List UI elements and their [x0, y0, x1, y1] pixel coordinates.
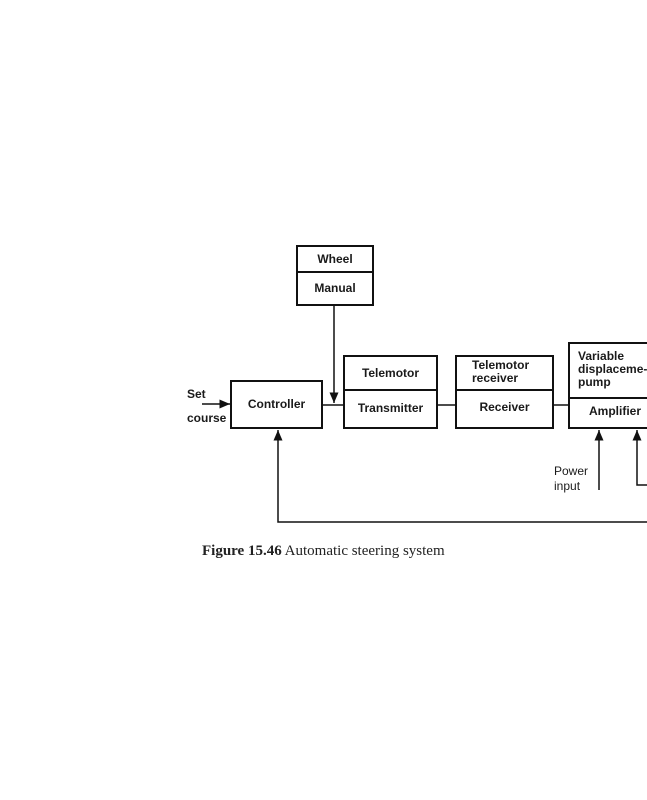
telemotor-box [343, 355, 438, 429]
receiver-label: Receiver [479, 400, 530, 414]
pump-box [568, 342, 647, 429]
figure-title: Automatic steering system [284, 543, 445, 559]
amplifier-label: Amplifier [589, 404, 642, 418]
feedback-loop [273, 430, 647, 523]
figure-caption: Figure 15.46 Automatic steering system [202, 543, 445, 560]
telemotor-receiver-label: Telemotor receiver [472, 358, 530, 385]
input-label: input [554, 479, 581, 493]
set-label: Set [187, 387, 206, 401]
manual-label: Manual [314, 281, 356, 295]
transmitter-label: Transmitter [357, 401, 424, 415]
pump-label: Variable displaceme- pump [578, 349, 647, 389]
power-label: Power [554, 464, 589, 478]
telemotor-label: Telemotor [361, 366, 420, 380]
wheel-box [296, 245, 374, 306]
telemotor-receiver-box [455, 355, 554, 429]
wheel-label: Wheel [317, 252, 353, 266]
course-label: course [187, 411, 227, 425]
figure-number: Figure 15.46 [202, 543, 282, 559]
controller-label: Controller [247, 397, 306, 411]
feedback-arrow-right [632, 430, 647, 486]
